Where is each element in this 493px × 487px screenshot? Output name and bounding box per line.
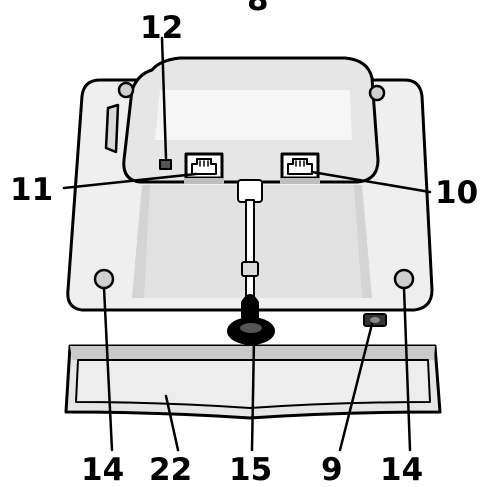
tray-rim xyxy=(70,346,435,360)
recess-shadow-right xyxy=(354,185,372,298)
label-9: 9 xyxy=(321,452,343,487)
housing-highlight xyxy=(155,90,352,140)
label-22: 22 xyxy=(149,452,192,487)
cord-guide xyxy=(237,179,263,203)
leader-10 xyxy=(310,170,432,194)
label-14-right: 14 xyxy=(380,452,423,487)
leader-14-left xyxy=(102,286,114,452)
leader-9 xyxy=(338,322,374,452)
label-15: 15 xyxy=(229,452,272,487)
recess-shadow-left xyxy=(132,185,150,298)
screw-hole-top-right xyxy=(368,84,386,102)
cable-clip xyxy=(241,261,259,277)
switch-12 xyxy=(159,159,172,170)
label-top-partial: 8 xyxy=(247,0,269,18)
cable xyxy=(245,199,255,263)
label-12: 12 xyxy=(140,10,183,46)
leader-11 xyxy=(62,172,198,190)
jack-11 xyxy=(184,152,224,184)
connector-9-port xyxy=(370,317,380,323)
foot-14-right xyxy=(393,268,415,290)
weight-15 xyxy=(227,294,275,345)
leader-14-right xyxy=(402,286,412,452)
label-11: 11 xyxy=(10,172,53,208)
screw-hole-top-left xyxy=(117,81,135,99)
jack-10 xyxy=(280,152,320,184)
left-side-tab xyxy=(104,103,120,154)
label-10: 10 xyxy=(435,175,478,211)
leader-22 xyxy=(164,394,180,452)
foot-14-left xyxy=(93,268,115,290)
leader-12 xyxy=(160,36,168,160)
leader-15 xyxy=(250,338,256,452)
label-14-left: 14 xyxy=(81,452,124,487)
